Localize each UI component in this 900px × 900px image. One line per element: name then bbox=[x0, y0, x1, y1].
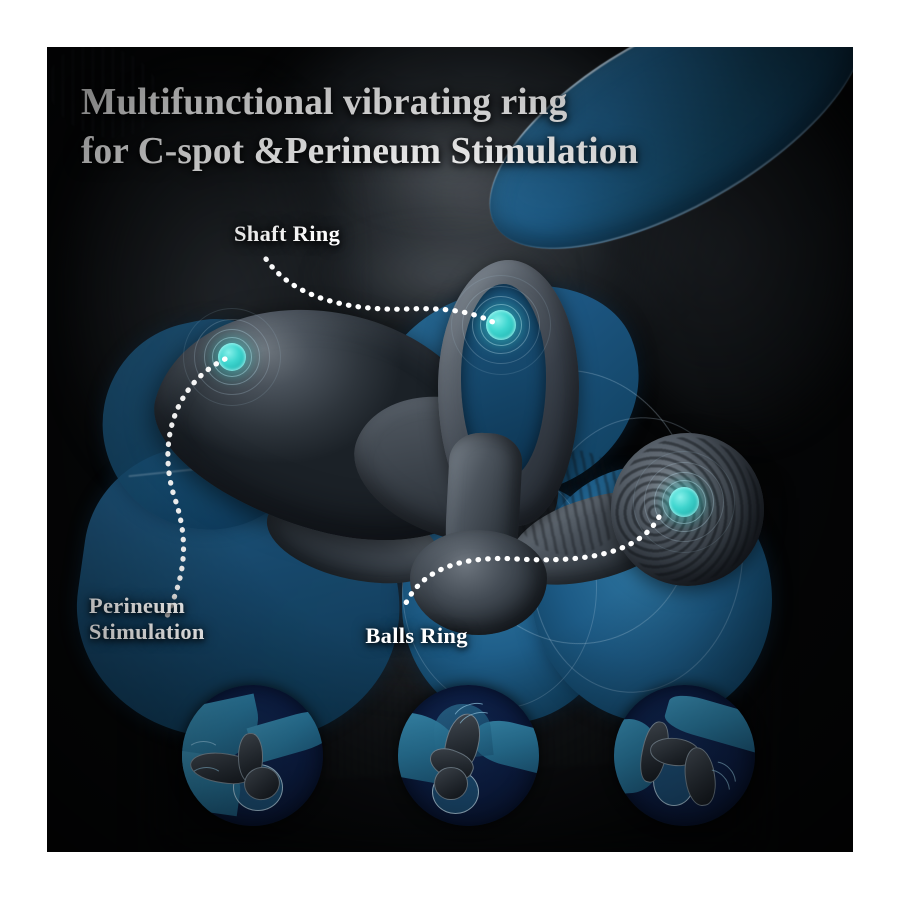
callout-label-balls-ring: Balls Ring bbox=[365, 622, 468, 648]
hotspot-dot-shaft-ring bbox=[485, 309, 516, 340]
inset-circle-3[interactable] bbox=[613, 684, 756, 827]
inset-1-wave-2 bbox=[190, 766, 224, 789]
callout-perineum-line-2: Stimulation bbox=[88, 619, 205, 645]
callout-label-perineum: Perineum Stimulation bbox=[89, 593, 205, 646]
hotspot-dot-balls-ring bbox=[668, 486, 699, 517]
inset-1-artwork bbox=[181, 685, 324, 827]
page-title: Multifunctional vibrating ring for C-spo… bbox=[81, 78, 738, 177]
callout-perineum-line-1: Perineum bbox=[88, 592, 186, 618]
inset-2-artwork bbox=[397, 685, 540, 827]
inset-2-device-cup bbox=[434, 766, 468, 801]
headline-line-2: for C-spot &Perineum Stimulation bbox=[80, 129, 639, 172]
inset-circle-1[interactable] bbox=[181, 684, 324, 827]
headline-line-1: Multifunctional vibrating ring bbox=[80, 80, 568, 123]
inset-3-artwork bbox=[613, 685, 756, 827]
infographic-canvas: Multifunctional vibrating ring for C-spo… bbox=[47, 47, 853, 852]
inset-circle-2[interactable] bbox=[397, 684, 540, 827]
device-junction-node bbox=[409, 530, 547, 635]
hotspot-dot-perineum bbox=[218, 342, 247, 371]
callout-label-shaft-ring: Shaft Ring bbox=[233, 220, 341, 246]
